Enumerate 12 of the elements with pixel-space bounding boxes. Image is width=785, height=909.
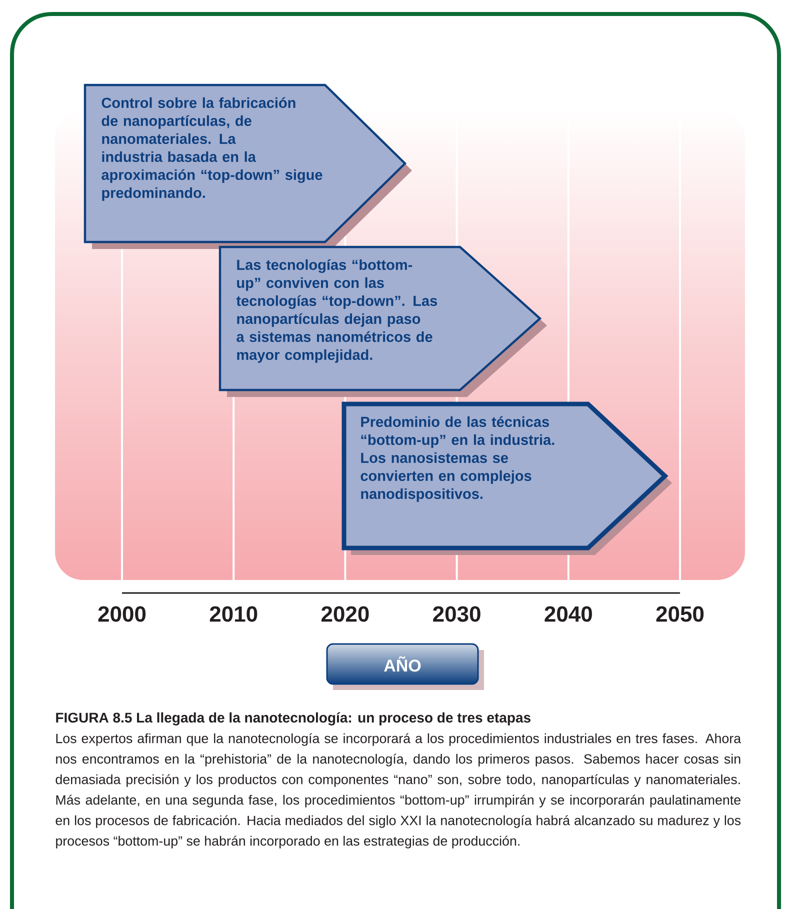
year-label: 2030 [433, 606, 480, 622]
year-label: 2020 [322, 606, 369, 622]
year-label: 2010 [210, 606, 258, 622]
year-label: 2050 [656, 606, 704, 622]
figure-caption-title: FIGURA 8.5 La llegada de la nanotecnología: un proceso de tres etapas [56, 712, 530, 726]
axis-title-button: AÑO [326, 643, 484, 690]
year-label: 2040 [544, 606, 592, 622]
arrow-box: Predominio de las técnicas “bottom-up” en la industria. Los nanosistemas se convierten en complejos nanodispositivos. [342, 402, 672, 555]
figure-caption: Los expertos afirman que la nanotecnología se incorporará a los procedimientos industriales en tres fases. Ahora nos encontramos en la “prehistoria” de la nanotecnología, dando los primeros pasos. Sabemos hacer cosas sin demasiada precisión y los productos con componentes “nano” son, sobre todo, nanopartículas y nanomateriales. Más adelante, en una segunda fase, los procedimientos “bottom-up” irrumpirán y se incorporarán paulatinamente en los procesos de fabricación. Hacia mediados del siglo XXI la nanotecnología habrá alcanzado su madurez y los procesos “bottom-up” se habrán incorporado en las estrategias de producción. [56, 733, 742, 848]
arrow-box: Las tecnologías “bottom-up” conviven con las tecnologías “top-down”. Las nanopartículas dejan paso a sistemas nanométricos de mayor complejidad. [218, 246, 547, 397]
arrow-box: Control sobre la fabricación de nanopartículas, de nanomateriales. La industria basada en la aproximación “top-down” sigue predominando. [84, 84, 412, 249]
year-label: 2000 [98, 606, 146, 622]
